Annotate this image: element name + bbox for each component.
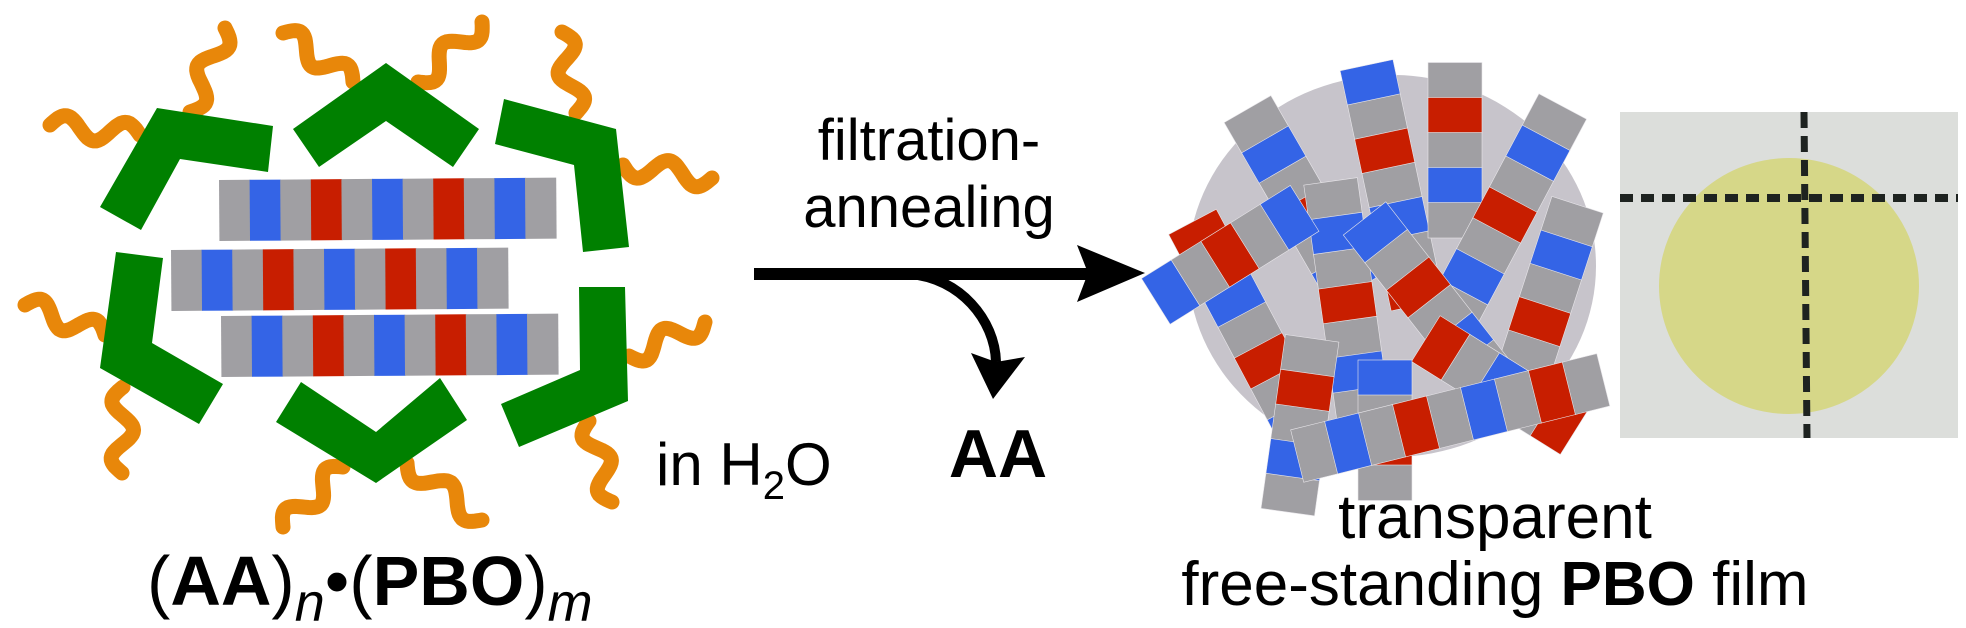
pbo-segment <box>341 178 374 241</box>
byproduct-label: AA <box>949 416 1047 492</box>
pbo-chains <box>171 177 559 377</box>
condition-line1: filtration- <box>818 108 1040 173</box>
aa-unit <box>293 63 479 167</box>
alkyl-chain <box>182 20 238 120</box>
pbo-segment <box>1427 132 1483 169</box>
pbo-segment <box>496 313 529 376</box>
alkyl-chain <box>17 291 113 343</box>
alkyl-chain <box>103 379 141 481</box>
solvent-label: in H2O <box>656 431 832 508</box>
grid-line-vertical <box>1800 111 1811 439</box>
reaction-arrow <box>754 245 1145 399</box>
pbo-segment <box>465 314 498 376</box>
pbo-segment <box>1357 464 1413 501</box>
alkyl-chain <box>274 458 351 535</box>
pbo-segment <box>526 313 559 375</box>
pbo-chain <box>221 313 559 377</box>
aa-units <box>100 63 629 483</box>
pbo-segment <box>221 315 253 377</box>
pbo-segment <box>323 248 356 310</box>
alkyl-chain <box>621 314 713 369</box>
aa-pbo-complex <box>17 14 720 535</box>
product-label-line1: transparent <box>1338 483 1652 552</box>
pbo-segment <box>385 248 417 310</box>
alkyl-chain <box>399 455 490 529</box>
pbo-segment <box>312 315 345 377</box>
pbo-chain-network <box>1141 59 1611 517</box>
pbo-segment <box>251 315 284 377</box>
reactant-label: (AA)n•(PBO)m <box>147 542 593 628</box>
pbo-segment <box>373 314 406 376</box>
film-photo <box>1620 111 1958 439</box>
pbo-segment <box>282 315 314 377</box>
pbo-segment <box>433 178 465 240</box>
pbo-segment <box>1427 97 1483 134</box>
pbo-segment <box>293 248 326 311</box>
alkyl-chain <box>275 23 361 90</box>
alkyl-chain <box>42 108 148 149</box>
product-label-line2: free-standing PBO film <box>1181 550 1808 619</box>
pbo-film-disc <box>1659 158 1919 414</box>
byproduct-arrow <box>909 269 1001 363</box>
film-schematic <box>1141 59 1611 517</box>
pbo-segment <box>463 178 496 240</box>
pbo-chain <box>219 177 557 241</box>
aa-unit <box>495 99 629 252</box>
condition-line2: annealing <box>803 175 1055 240</box>
pbo-segment <box>1260 472 1320 517</box>
pbo-chain <box>1427 62 1483 239</box>
pbo-segment <box>1357 359 1413 396</box>
pbo-segment <box>1561 353 1611 415</box>
pbo-segment <box>232 249 264 311</box>
pbo-segment <box>343 314 376 377</box>
pbo-chain <box>1141 185 1320 325</box>
aa-unit <box>100 252 223 424</box>
pbo-segment <box>494 177 527 240</box>
pbo-segment <box>402 178 435 240</box>
pbo-segment <box>1427 62 1483 99</box>
alkyl-chain <box>615 153 720 195</box>
pbo-segment <box>476 247 509 309</box>
pbo-segment <box>1540 195 1604 248</box>
pbo-segment <box>371 178 404 240</box>
alkyl-chain <box>550 24 593 121</box>
pbo-segment <box>1427 167 1483 204</box>
pbo-segment <box>354 248 387 310</box>
pbo-segment <box>1521 93 1587 151</box>
pbo-segment <box>524 177 557 239</box>
pbo-chain <box>1290 353 1611 483</box>
aa-unit <box>501 287 628 447</box>
byproduct-arrowhead-icon <box>971 353 1025 399</box>
pbo-segment <box>1259 185 1320 251</box>
pbo-segment <box>446 247 479 310</box>
aa-unit <box>276 378 467 483</box>
aa-unit <box>100 108 273 230</box>
pbo-segment <box>404 314 437 376</box>
pbo-segment <box>219 179 251 241</box>
pbo-segment <box>415 248 448 310</box>
pbo-segment <box>310 179 343 241</box>
pbo-segment <box>171 249 203 311</box>
pbo-segment <box>435 314 467 376</box>
pbo-segment <box>249 179 282 241</box>
alkyl-chain <box>410 14 490 91</box>
alkyl-chains <box>17 14 720 535</box>
alkyl-chain <box>574 413 620 510</box>
pbo-segment <box>201 249 234 311</box>
arrowhead-icon <box>1077 245 1145 302</box>
pbo-segment <box>262 249 295 311</box>
pbo-chain <box>171 247 509 311</box>
pbo-segment <box>280 179 312 241</box>
